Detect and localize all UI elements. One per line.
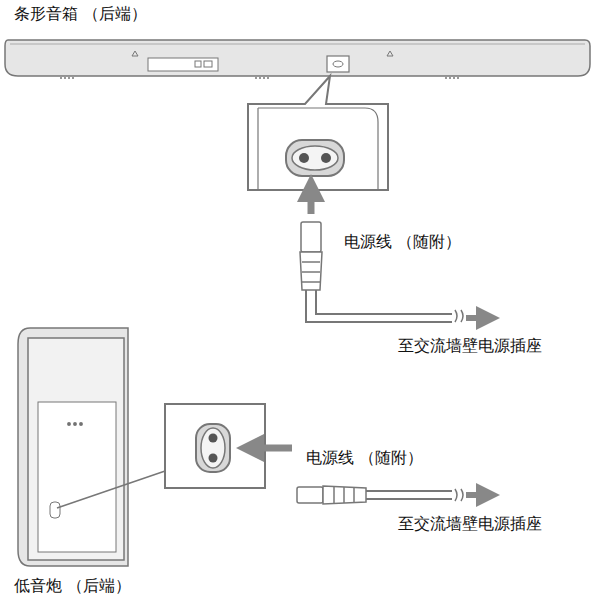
subwoofer: [18, 328, 168, 566]
destination-label: 至交流墙壁电源插座: [398, 336, 542, 356]
outlet-arrow: [466, 315, 488, 321]
insert-arrow: [308, 188, 315, 214]
cable-label: 电源线 （随附）: [306, 448, 423, 468]
insert-arrow: [250, 445, 292, 452]
part-name: 低音炮 （后端）: [14, 576, 131, 596]
cable-label: 电源线 （随附）: [344, 232, 461, 252]
power-cord: [297, 486, 463, 504]
part-name: 条形音箱 （后端）: [14, 4, 147, 24]
destination-label: 至交流墙壁电源插座: [398, 514, 542, 534]
soundbar: [5, 40, 590, 78]
outlet-arrow: [466, 492, 488, 498]
power-cord: [300, 222, 463, 322]
soundbar-detail: [248, 76, 388, 190]
